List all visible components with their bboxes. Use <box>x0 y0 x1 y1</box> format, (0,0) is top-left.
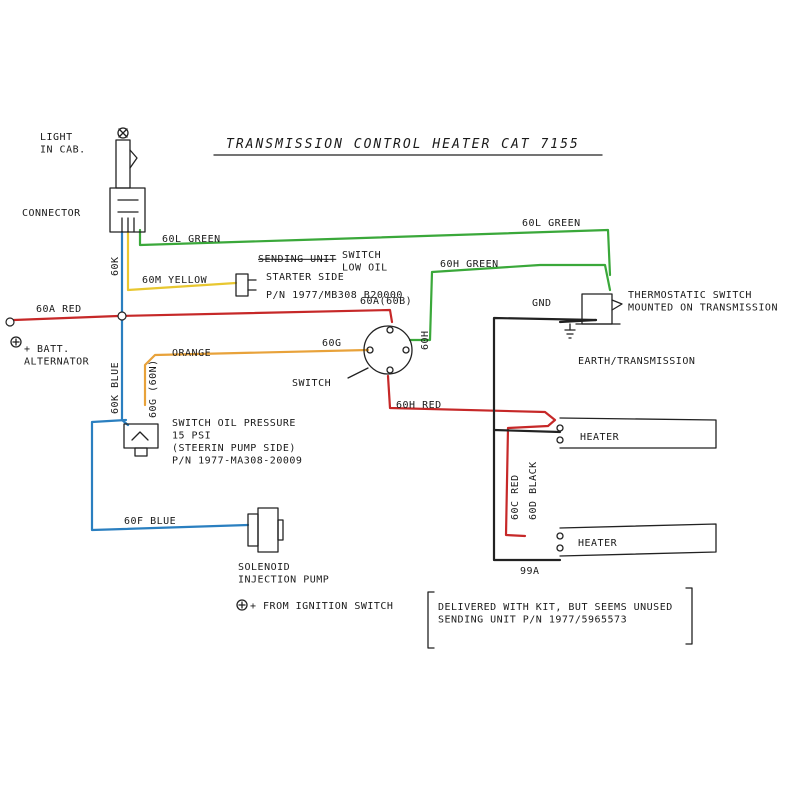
label-wire-60k-blue: 60K BLUE <box>110 362 121 414</box>
heater-1-icon <box>556 417 717 449</box>
label-wire-60c: 60C RED <box>510 474 521 520</box>
label-wire-60h: 60H GREEN <box>440 259 499 270</box>
label-from-ignition: + FROM IGNITION SWITCH <box>250 601 393 612</box>
connector-icon <box>109 187 146 233</box>
label-gnd: GND <box>532 298 552 309</box>
junction-dot <box>117 311 127 321</box>
low-oil-switch-icon <box>235 273 257 297</box>
thermostatic-switch-icon <box>575 293 623 325</box>
switch-pointer <box>347 367 369 379</box>
earth-ground-icon <box>564 323 576 339</box>
label-wire-60g-60n: 60G (60N) <box>148 359 159 418</box>
label-connector: CONNECTOR <box>22 208 81 219</box>
plus-icon <box>10 336 22 348</box>
wire-60l-green <box>138 228 612 277</box>
label-pn-starter: P/N 1977/MB308 B20000 <box>266 290 403 301</box>
oil-pressure-switch-icon <box>123 423 159 457</box>
label-wire-60a60b: 60A(60B) <box>360 296 412 307</box>
wire-60f-blue <box>90 418 250 532</box>
wire-60a-red <box>12 308 394 324</box>
heater-2-icon <box>556 523 717 557</box>
label-99a: 99A <box>520 566 540 577</box>
label-heater-2: HEATER <box>578 538 618 549</box>
diagram-title: TRANSMISSION CONTROL HEATER CAT 7155 <box>226 137 580 152</box>
label-switch: SWITCH <box>292 378 331 389</box>
wire-60m-yellow <box>126 230 238 292</box>
wire-60h-red <box>386 374 557 538</box>
label-heater-1: HEATER <box>580 432 620 443</box>
wire-60d-black <box>492 316 598 562</box>
label-battery: + BATT.ALTERNATOR <box>24 344 90 368</box>
label-wire-60l-a: 60L GREEN <box>162 234 221 245</box>
label-wire-60h-short: 60H <box>420 330 431 350</box>
label-wire-60d: 60D BLACK <box>528 461 539 520</box>
cab-light-icon <box>115 127 138 189</box>
wire-heater-link <box>492 428 562 434</box>
label-wire-60m: 60M YELLOW <box>142 275 208 286</box>
plus-icon <box>236 599 248 611</box>
label-wire-60l-b: 60L GREEN <box>522 218 581 229</box>
center-switch-icon <box>363 325 413 375</box>
wire-60h-green <box>408 263 612 342</box>
label-wire-60a: 60A RED <box>36 304 82 315</box>
label-wire-60k: 60K <box>110 256 121 276</box>
label-wire-60f: 60F BLUE <box>124 516 176 527</box>
wire-earth <box>558 318 598 324</box>
label-wire-60g: 60G <box>322 338 342 349</box>
label-wire-orange: ORANGE <box>172 348 211 359</box>
battery-terminal <box>5 317 15 327</box>
solenoid-icon <box>247 507 284 553</box>
label-sending-unit: SENDING UNIT <box>258 254 336 265</box>
note-bracket <box>427 587 693 649</box>
label-starter-side: STARTER SIDE <box>266 272 344 283</box>
wire-orange <box>143 348 370 407</box>
label-wire-60h-red: 60H RED <box>396 400 442 411</box>
label-earth: EARTH/TRANSMISSION <box>578 356 695 367</box>
